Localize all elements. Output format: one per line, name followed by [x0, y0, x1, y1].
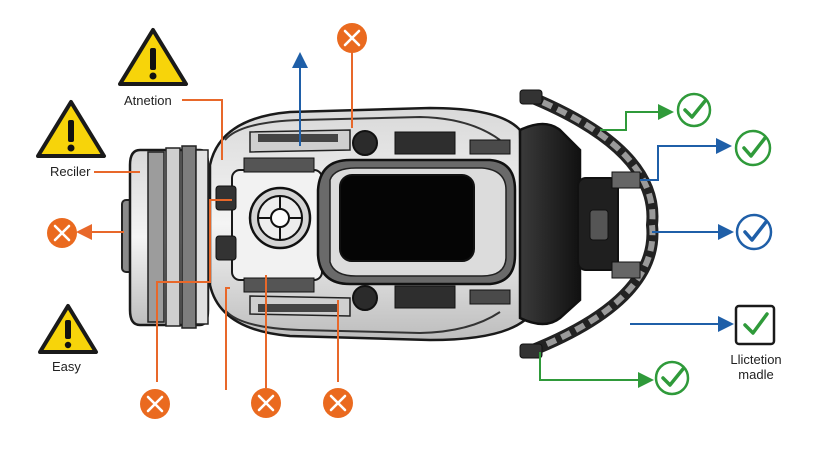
check-icon-middle-right [735, 213, 773, 251]
error-icon-bottom-3 [323, 388, 353, 418]
label-attention: Atnetion [124, 93, 172, 108]
arc-bracket [519, 89, 659, 359]
label-module-line2: madle [738, 367, 774, 382]
rear-housing [518, 122, 582, 326]
checkbox-icon-lower-right [734, 304, 776, 346]
label-easy: Easy [52, 359, 81, 374]
display-screen [339, 174, 475, 262]
warning-icon-top [118, 28, 188, 86]
warning-icon-middle [36, 100, 106, 158]
label-module: Llictetion madle [716, 352, 796, 382]
left-wheel-drum [121, 145, 210, 329]
warning-icon-bottom [38, 304, 98, 354]
error-icon-bottom-1 [140, 389, 170, 419]
check-icon-bottom [654, 360, 690, 396]
check-icon-top [676, 92, 712, 128]
fan-unit [248, 186, 312, 250]
machine-body [121, 89, 659, 359]
connector-lines [76, 50, 734, 390]
error-icon-top [337, 23, 367, 53]
label-reciler: Reciler [50, 164, 91, 179]
check-icon-upper-right [734, 129, 772, 167]
error-icon-left [47, 218, 77, 248]
label-module-line1: Llictetion [730, 352, 782, 367]
error-icon-bottom-2 [251, 388, 281, 418]
